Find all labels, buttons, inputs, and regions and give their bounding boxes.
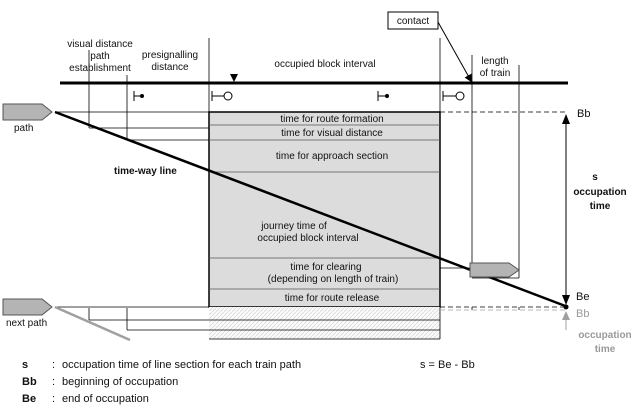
length-of-train-label-1: length xyxy=(481,56,508,67)
path-train-arrow-icon xyxy=(2,103,53,121)
length-of-train-label-2: of train xyxy=(480,68,511,79)
legend-key-s: s xyxy=(22,359,28,371)
contact-pointer xyxy=(437,21,472,83)
occupation-grey-label-2: time xyxy=(595,344,616,355)
bb-grey-label: Bb xyxy=(576,308,589,320)
exit-train-arrow-icon xyxy=(469,262,520,278)
vertical-guides xyxy=(88,38,520,278)
legend-sep-s: : xyxy=(52,359,55,371)
contact-box xyxy=(387,11,439,30)
signal-distant-icon xyxy=(377,91,389,101)
time-way-line-label: time-way line xyxy=(114,166,177,177)
legend-sep-bb: : xyxy=(52,376,55,388)
vertical-guides-lower xyxy=(88,307,520,339)
signal-main-icon xyxy=(211,91,233,101)
legend-sep-be: : xyxy=(52,393,55,405)
next-path-train-arrow-icon xyxy=(2,298,53,316)
occupation-arrow-top-icon xyxy=(562,114,570,124)
bb-label: Bb xyxy=(577,108,590,120)
block-row-lines xyxy=(209,124,440,290)
signal-presignal-icon xyxy=(133,91,144,101)
legend-text-s: occupation time of line section for each… xyxy=(62,359,301,371)
s-label: s xyxy=(592,172,598,183)
row-approach-section: time for approach section xyxy=(276,151,388,162)
occupation-block xyxy=(208,111,441,308)
occupation-time-label-1: occupation xyxy=(573,187,626,198)
lower-horizontal-lines xyxy=(89,319,440,340)
contact-label: contact xyxy=(397,16,429,27)
occupation-grey-arrow-icon xyxy=(562,311,570,320)
presignalling-label-2: distance xyxy=(151,62,189,73)
row-journey-time-2: occupied block interval xyxy=(257,233,358,244)
row-clearing-2: (depending on length of train) xyxy=(268,274,399,285)
occupation-grey-label-1: occupation xyxy=(578,330,631,341)
occupied-block-interval-label: occupied block interval xyxy=(274,59,375,70)
next-path-label: next path xyxy=(6,318,47,329)
legend-text-bb: beginning of occupation xyxy=(62,376,178,388)
path-establishment-label-2: establishment xyxy=(69,63,131,74)
legend: s : occupation time of line section for … xyxy=(22,359,475,405)
path-establishment-label-1: path xyxy=(90,51,109,62)
row-clearing-1: time for clearing xyxy=(290,262,361,273)
occupation-time-label-2: time xyxy=(590,201,611,212)
occupation-arrow-bottom-icon xyxy=(562,295,570,305)
time-way-line-next xyxy=(54,305,131,342)
path-label: path xyxy=(14,123,33,134)
next-block-hatched xyxy=(209,307,440,339)
visual-distance-label: visual distance xyxy=(67,39,133,50)
legend-key-bb: Bb xyxy=(22,376,37,388)
presignalling-label-1: presignalling xyxy=(142,50,198,61)
be-point-icon xyxy=(563,304,569,310)
legend-formula: s = Be - Bb xyxy=(420,359,475,371)
be-label: Be xyxy=(576,291,589,303)
signal-exit-icon xyxy=(442,91,465,101)
legend-key-be: Be xyxy=(22,393,36,405)
block-start-marker-icon xyxy=(230,74,238,82)
row-visual-distance: time for visual distance xyxy=(281,128,383,139)
row-journey-time-1: journey time of xyxy=(260,221,327,232)
row-route-formation: time for route formation xyxy=(280,114,383,125)
row-route-release: time for route release xyxy=(285,293,380,304)
legend-text-be: end of occupation xyxy=(62,393,149,405)
